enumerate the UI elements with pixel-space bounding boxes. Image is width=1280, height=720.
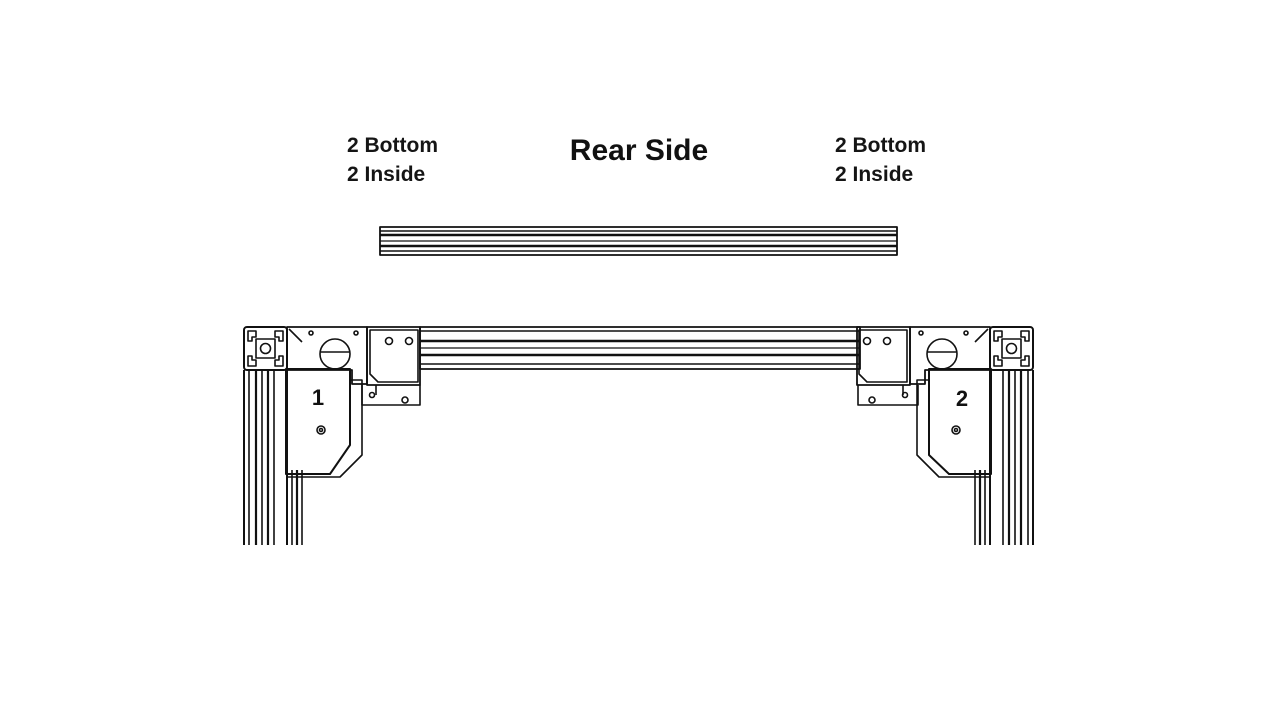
right-hardware-label: 2 Bottom 2 Inside <box>835 131 926 189</box>
callout-1: 1 <box>312 385 324 410</box>
right-bottom-count: 2 Bottom <box>835 134 926 157</box>
callout-2: 2 <box>956 386 968 411</box>
right-corner-assembly: 2 <box>856 326 1034 545</box>
left-hardware-label: 2 Bottom 2 Inside <box>347 131 438 189</box>
left-corner-assembly: 1 <box>243 326 421 545</box>
left-inside-count: 2 Inside <box>347 163 426 186</box>
loose-rail <box>379 226 898 256</box>
diagram-title: Rear Side <box>569 134 709 167</box>
left-bottom-count: 2 Bottom <box>347 134 438 157</box>
frame-rear-rail <box>419 326 861 370</box>
right-inside-count: 2 Inside <box>835 163 914 186</box>
